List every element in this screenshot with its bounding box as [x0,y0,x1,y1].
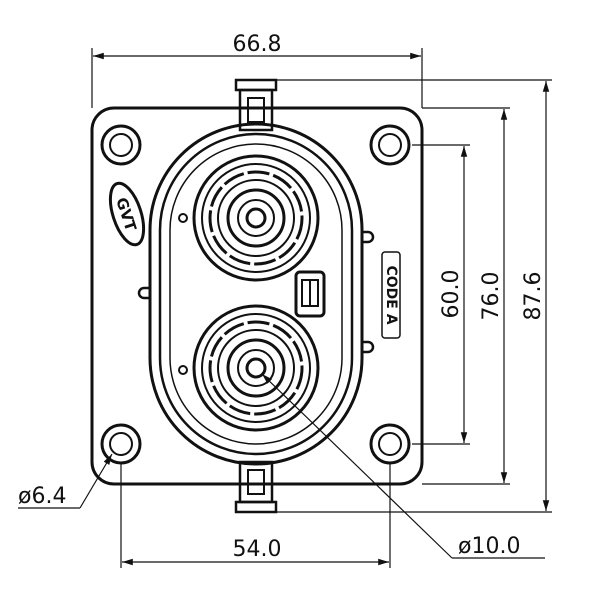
dimension-height-outer: 87.6 [276,79,552,513]
dimension-label-height-outer: 87.6 [521,272,546,321]
dimension-label-top-width: 66.8 [233,32,282,57]
contact-socket-lower [192,304,320,432]
connector-housing [137,122,375,466]
mounting-hole-top-right [369,124,411,166]
dimension-height-inner: 60.0 [412,144,470,445]
dimension-pin-diameter: ø10.0 [261,373,545,559]
dimension-label-height-mid: 76.0 [479,272,504,321]
dimension-label-pin-diameter: ø10.0 [458,534,520,559]
dimension-label-hole-diameter: ø6.4 [18,484,66,509]
dimension-bottom-width: 54.0 [120,463,391,568]
mounting-hole-bottom-left [100,423,142,465]
gvt-logo: GVT [108,181,146,247]
latch-tab-top [234,78,278,132]
latch-tab-bottom [234,460,278,514]
aux-signal-connector [294,270,326,318]
code-marking-text: CODE A [383,265,399,324]
mounting-hole-top-left [100,124,142,166]
mounting-hole-bottom-right [369,423,411,465]
dimension-label-bottom-width: 54.0 [233,537,282,562]
dimension-hole-diameter: ø6.4 [18,453,113,509]
contact-socket-upper [192,154,320,282]
code-marking: CODE A [381,251,401,339]
dimension-height-mid: 76.0 [422,107,510,485]
dimension-top-width: 66.8 [91,32,423,108]
flange-plate [90,106,424,486]
dimension-label-height-inner: 60.0 [439,270,464,319]
